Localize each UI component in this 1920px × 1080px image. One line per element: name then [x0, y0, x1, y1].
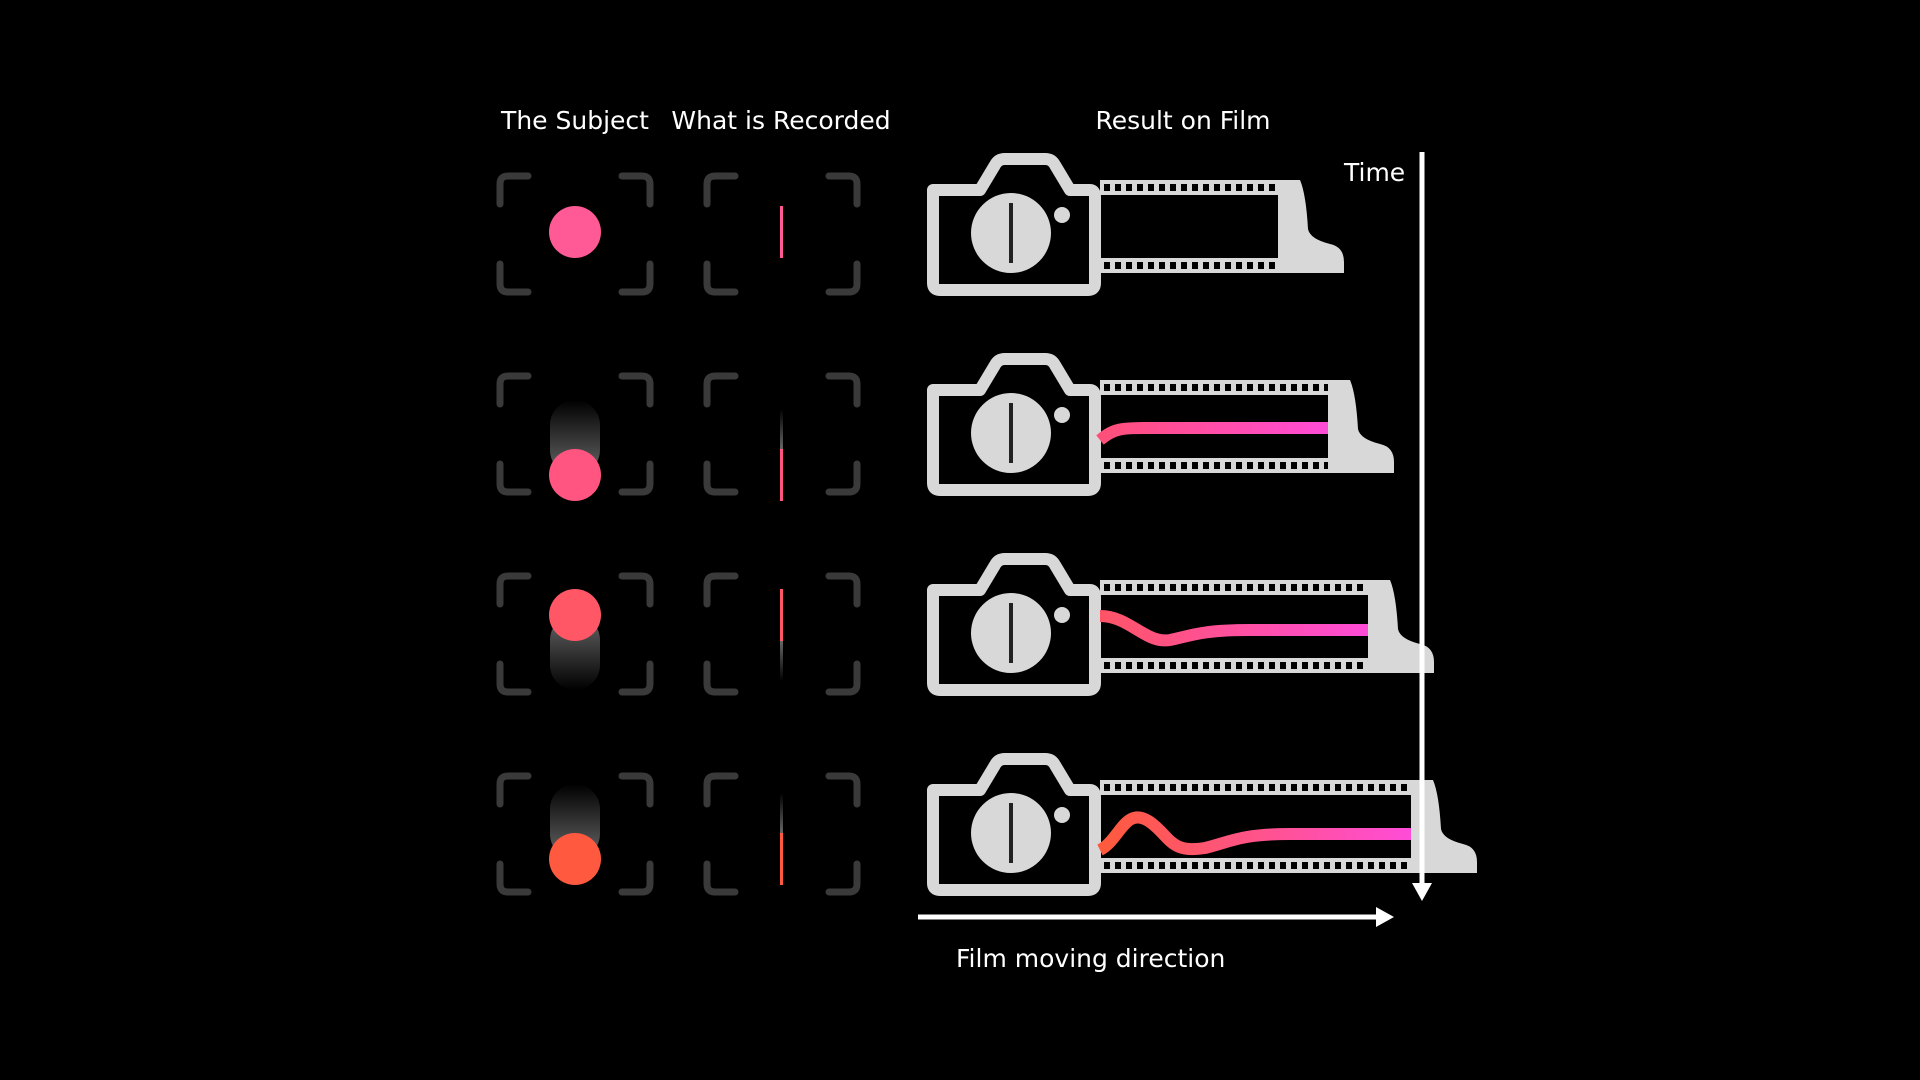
viewfinder-bracket-icon: [703, 172, 861, 296]
header-recorded: What is Recorded: [671, 106, 891, 135]
subject-dot: [549, 589, 601, 641]
recorded-blur: [780, 641, 783, 681]
recorded-line: [780, 589, 783, 641]
subject-dot: [549, 206, 601, 258]
viewfinder-bracket-icon: [496, 372, 654, 496]
film-trace: [1096, 811, 1411, 856]
film-direction-label: Film moving direction: [956, 944, 1226, 973]
recorded-blur: [780, 793, 783, 833]
arrow-right-icon: [918, 907, 1394, 927]
viewfinder-bracket-icon: [496, 572, 654, 696]
subject-dot: [549, 449, 601, 501]
frame-row: [496, 153, 1344, 296]
lens-slit: [1009, 803, 1013, 863]
camera-icon: [927, 753, 1101, 896]
lens-slit: [1009, 403, 1013, 463]
recorded-line: [780, 206, 783, 258]
lens-slit: [1009, 603, 1013, 663]
viewfinder-bracket-icon: [703, 372, 861, 496]
viewfinder-bracket-icon: [496, 172, 654, 296]
header-result: Result on Film: [1095, 106, 1271, 135]
recorded-line: [780, 449, 783, 501]
frame-row: [496, 353, 1394, 501]
film-strip-icon: [1096, 780, 1477, 873]
arrow-down-icon: [1412, 152, 1432, 901]
viewfinder-bracket-icon: [703, 772, 861, 896]
film-strip-icon: [1100, 180, 1344, 273]
viewfinder-bracket-icon: [496, 772, 654, 896]
camera-icon: [927, 153, 1101, 296]
frame-row: [496, 553, 1434, 696]
film-trace: [1096, 422, 1328, 445]
lens-slit: [1009, 203, 1013, 263]
viewfinder-bracket-icon: [703, 572, 861, 696]
frame-row: [496, 753, 1477, 896]
time-axis-label: Time: [1344, 158, 1406, 187]
recorded-blur: [780, 409, 783, 449]
header-subject: The Subject: [501, 106, 649, 135]
film-strip-icon: [1096, 380, 1394, 473]
film-strip-icon: [1099, 580, 1434, 673]
camera-icon: [927, 353, 1101, 496]
film-trace: [1099, 610, 1368, 647]
subject-dot: [549, 833, 601, 885]
camera-icon: [927, 553, 1101, 696]
recorded-line: [780, 833, 783, 885]
